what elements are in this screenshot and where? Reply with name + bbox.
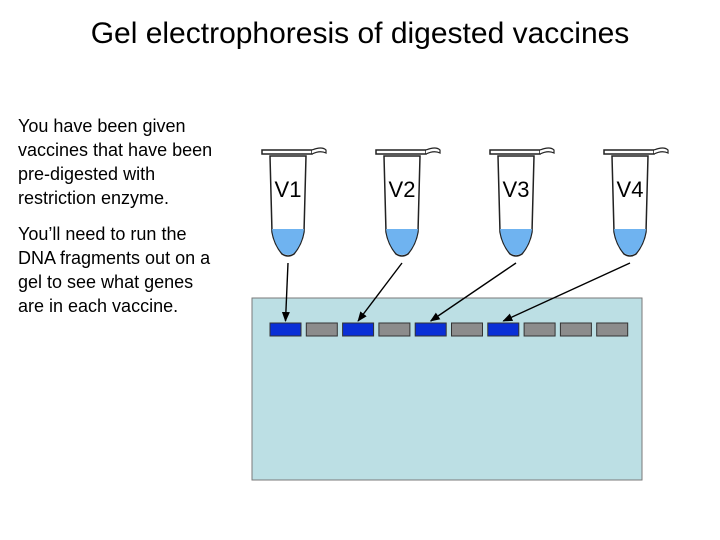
instructions-paragraph-2: You’ll need to run the DNA fragments out… xyxy=(18,224,211,316)
empty-well xyxy=(596,322,629,337)
arrow-v4 xyxy=(502,262,631,322)
tube-liquid xyxy=(500,229,532,255)
tube-hinge xyxy=(311,147,327,155)
tube-liquid xyxy=(386,229,418,255)
gel-wells xyxy=(269,322,629,337)
tube-liquid xyxy=(614,229,646,255)
empty-well xyxy=(378,322,411,337)
tube-label: V2 xyxy=(389,177,416,202)
tube-liquid xyxy=(272,229,304,255)
loaded-well xyxy=(487,322,520,337)
arrow-v1 xyxy=(281,262,290,322)
empty-well xyxy=(305,322,338,337)
loaded-well xyxy=(342,322,375,337)
tube-hinge xyxy=(425,147,441,155)
tube-hinge xyxy=(539,147,555,155)
loaded-well xyxy=(414,322,447,337)
arrow-v2 xyxy=(357,262,403,322)
loaded-well xyxy=(269,322,302,337)
page-title: Gel electrophoresis of digested vaccines xyxy=(90,17,630,50)
tube-cap xyxy=(603,149,655,155)
vaccine-tubes: V1 V2 V3 V4 xyxy=(261,147,669,257)
tube-cap xyxy=(489,149,541,155)
empty-well xyxy=(559,322,592,337)
tube-label: V1 xyxy=(275,177,302,202)
tube-v2: V2 xyxy=(375,147,441,257)
instructions-paragraph-1: You have been given vaccines that have b… xyxy=(18,116,213,208)
tube-cap xyxy=(375,149,427,155)
tube-label: V3 xyxy=(503,177,530,202)
tube-label: V4 xyxy=(617,177,644,202)
tube-cap xyxy=(261,149,313,155)
arrow-v3 xyxy=(429,262,517,322)
tube-v4: V4 xyxy=(603,147,669,257)
loading-arrows xyxy=(281,262,631,322)
instructions-text: You have been given vaccines that have b… xyxy=(18,114,223,330)
tube-v3: V3 xyxy=(489,147,555,257)
tube-hinge xyxy=(653,147,669,155)
empty-well xyxy=(523,322,556,337)
empty-well xyxy=(451,322,483,337)
tube-v1: V1 xyxy=(261,147,327,257)
